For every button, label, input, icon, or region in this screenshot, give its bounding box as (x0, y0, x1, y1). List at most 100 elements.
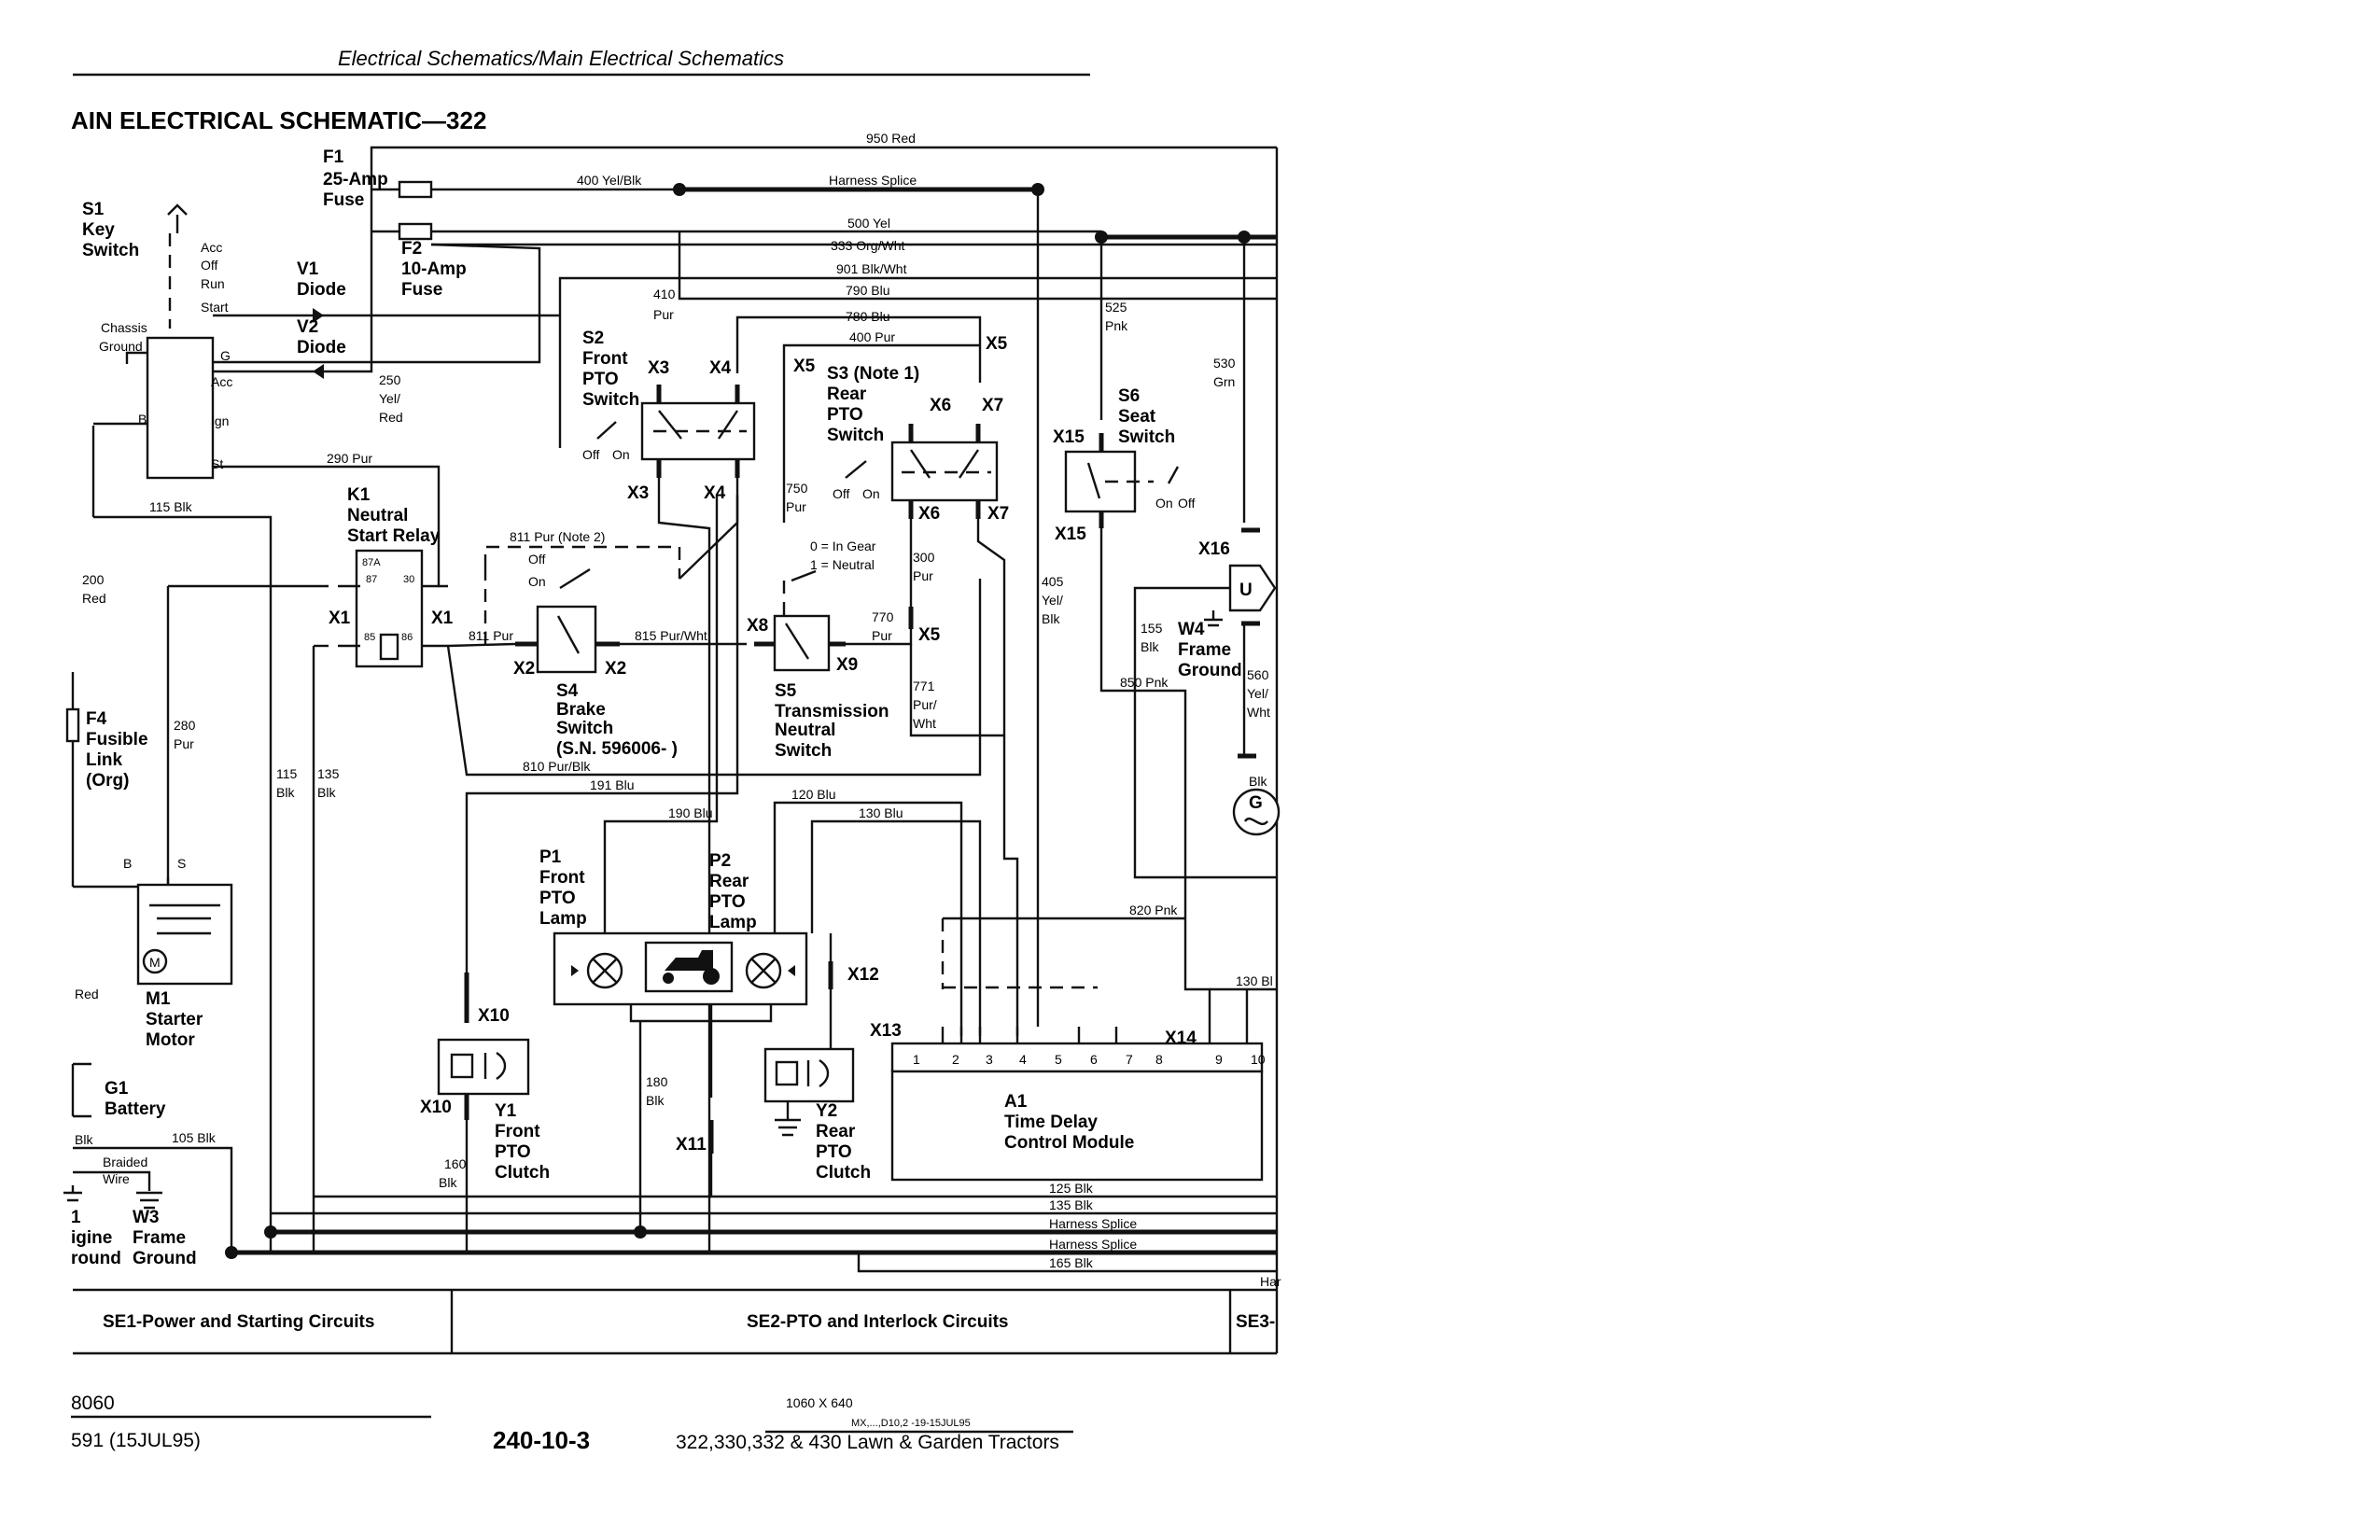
svg-text:Braided: Braided (103, 1155, 147, 1169)
frame-ground-w3: W3 Frame Ground (133, 1208, 197, 1268)
svg-text:8: 8 (1155, 1052, 1163, 1067)
relay-k1-body (355, 549, 424, 668)
svg-text:Control Module: Control Module (1004, 1133, 1134, 1153)
svg-text:B: B (138, 412, 147, 427)
fuse-f1: F1 25-Amp Fuse (323, 147, 388, 210)
svg-text:4: 4 (1019, 1052, 1027, 1067)
wire-190-label: 190 Blu (668, 805, 712, 820)
svg-text:PTO: PTO (816, 1142, 852, 1162)
svg-text:PTO: PTO (709, 892, 746, 912)
svg-text:Start: Start (201, 300, 229, 315)
svg-text:Lamp: Lamp (709, 913, 757, 932)
wire-530-color: Grn (1213, 374, 1235, 389)
svg-text:Key: Key (82, 220, 115, 240)
footer-code: MX,...,D10,2 -19-15JUL95 (851, 1418, 971, 1429)
connector-x7-bottom: X7 (987, 504, 1009, 524)
svg-text:Rear: Rear (827, 385, 867, 404)
regulator-u-symbol (1228, 564, 1277, 612)
wire-560-stripe: Wht (1247, 705, 1270, 720)
connector-x5-left: X5 (793, 357, 816, 376)
svg-text:10: 10 (1251, 1052, 1266, 1067)
svg-text:Start Relay: Start Relay (347, 526, 441, 546)
svg-text:Switch: Switch (827, 426, 884, 445)
svg-text:PTO: PTO (827, 405, 863, 425)
svg-text:W4: W4 (1178, 620, 1205, 639)
svg-text:PTO: PTO (495, 1142, 531, 1162)
connector-x4-top: X4 (709, 358, 732, 378)
wire-333-label: 333 Org/Wht (831, 238, 904, 253)
svg-text:25-Amp: 25-Amp (323, 170, 388, 189)
page-footer: 8060 591 (15JUL95) 240-10-3 1060 X 640 M… (71, 1393, 1073, 1454)
svg-text:Link: Link (86, 750, 122, 770)
connector-x15-bottom: X15 (1055, 525, 1086, 544)
svg-text:PTO: PTO (582, 370, 619, 389)
svg-text:V2: V2 (297, 317, 318, 337)
svg-text:Fuse: Fuse (401, 280, 442, 300)
connector-x9: X9 (836, 655, 858, 675)
svg-text:1 = Neutral: 1 = Neutral (810, 557, 875, 572)
svg-text:0 = In Gear: 0 = In Gear (810, 539, 876, 553)
svg-text:87A: 87A (362, 557, 381, 568)
svg-text:Off: Off (833, 486, 850, 501)
svg-text:10-Amp: 10-Amp (401, 259, 467, 279)
wire-135-num: 135 (317, 766, 340, 781)
svg-text:Off: Off (528, 552, 546, 567)
fusible-link-f4: F4 Fusible Link (Org) (65, 672, 148, 887)
wire-525-color: Pnk (1105, 318, 1128, 333)
svg-text:Brake: Brake (556, 700, 606, 720)
svg-text:Clutch: Clutch (816, 1163, 871, 1183)
svg-text:2: 2 (952, 1052, 959, 1067)
wire-405-color: Yel/ (1042, 593, 1063, 608)
svg-text:S3 (Note 1): S3 (Note 1) (827, 364, 919, 384)
wire-280-color: Pur (174, 736, 194, 751)
wire-115-num: 115 (276, 766, 298, 781)
wire-160-color: Blk (439, 1175, 457, 1190)
page-header: Electrical Schematics/Main Electrical Sc… (71, 47, 1090, 134)
running-head: Electrical Schematics/Main Electrical Sc… (338, 47, 784, 70)
section-labels: SE1-Power and Starting Circuits SE2-PTO … (103, 1312, 1275, 1332)
connector-x4-bottom: X4 (704, 483, 726, 503)
motor-icon (142, 948, 168, 974)
page-number: 240-10-3 (493, 1426, 590, 1454)
svg-text:Time Delay: Time Delay (1004, 1113, 1098, 1132)
connector-x10-bottom: X10 (420, 1098, 452, 1117)
wire-500-label: 500 Yel (847, 216, 890, 231)
svg-text:U: U (1239, 581, 1253, 600)
wire-810-label: 810 Pur/Blk (523, 759, 591, 774)
svg-text:Frame: Frame (1178, 640, 1231, 660)
wire-811-note: 811 Pur (Note 2) (510, 529, 605, 544)
svg-text:(Org): (Org) (86, 771, 129, 791)
connector-x1-left: X1 (329, 609, 351, 628)
svg-text:Fusible: Fusible (86, 730, 148, 749)
svg-text:1: 1 (71, 1208, 81, 1227)
svg-text:K1: K1 (347, 485, 371, 505)
svg-text:G: G (220, 348, 231, 363)
wire-530-num: 530 (1213, 356, 1236, 371)
svg-text:Off: Off (1178, 496, 1196, 511)
fuse-f2-symbol (398, 222, 433, 241)
fuse-f1-symbol (398, 180, 433, 199)
wire-560-num: 560 (1247, 667, 1269, 682)
svg-text:Switch: Switch (82, 241, 139, 260)
connector-x2-left: X2 (513, 659, 535, 679)
svg-text:1: 1 (913, 1052, 920, 1067)
svg-text:Clutch: Clutch (495, 1163, 550, 1183)
wire-750-color: Pur (786, 499, 806, 514)
svg-text:Neutral: Neutral (347, 506, 408, 525)
a1-pin-strip (890, 1042, 1264, 1073)
svg-text:round: round (71, 1249, 121, 1268)
svg-text:Chassis: Chassis (101, 320, 147, 335)
svg-text:Switch: Switch (1118, 427, 1175, 447)
svg-text:Switch: Switch (582, 390, 639, 410)
ground-harness: 125 Blk 135 Blk Harness Splice Harness S… (225, 1181, 1281, 1289)
connector-x5-right: X5 (986, 334, 1008, 354)
wire-901-label: 901 Blk/Wht (836, 261, 907, 276)
wire-770-color: Pur (872, 628, 892, 643)
svg-text:PTO: PTO (539, 889, 576, 908)
brake-switch-s4: 811 Pur (Note 2) Off On 811 Pur 815 Pur/… (447, 529, 747, 759)
connector-x3-bottom: X3 (627, 483, 649, 503)
svg-text:9: 9 (1215, 1052, 1223, 1067)
svg-text:S4: S4 (556, 681, 579, 701)
wire-blk-alt: Blk (1249, 774, 1267, 789)
connector-x15-top: X15 (1053, 427, 1085, 447)
